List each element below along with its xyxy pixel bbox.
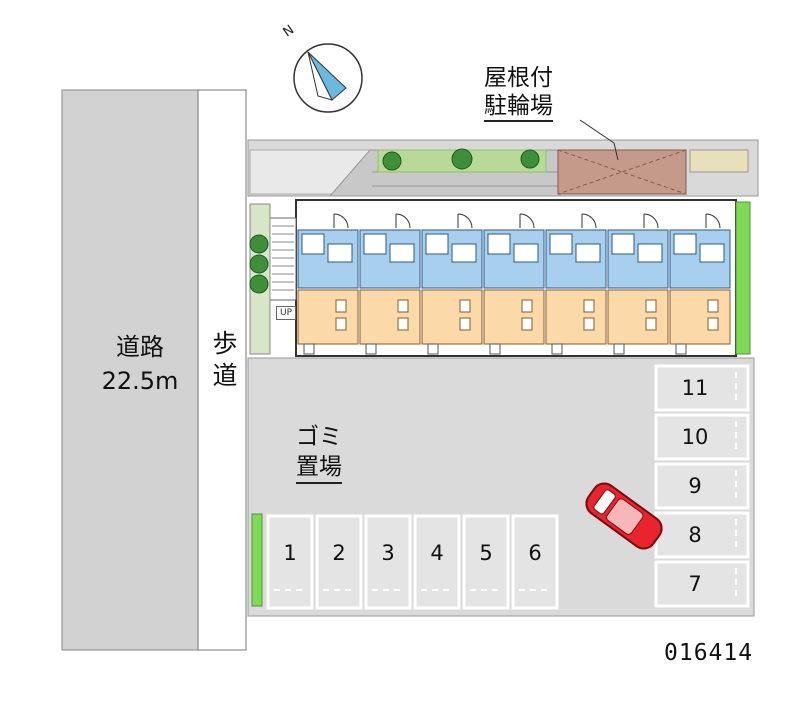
unit <box>607 213 669 355</box>
road-width: 22.5m <box>101 367 179 395</box>
parking-stall <box>654 511 750 559</box>
parking-stall <box>654 364 750 412</box>
unit <box>297 213 359 355</box>
sidewalk <box>197 89 247 651</box>
parking-stall <box>511 514 559 610</box>
parking-stall <box>315 514 363 610</box>
unit <box>421 213 483 355</box>
parking-number: 11 <box>681 376 709 400</box>
car-icon <box>585 482 663 550</box>
right-stalls <box>654 364 750 608</box>
parking-number: 1 <box>283 541 297 565</box>
unit <box>545 213 607 355</box>
parking-stall <box>654 413 750 461</box>
stairs-up-label: UP <box>276 306 296 320</box>
parking-stall <box>462 514 510 610</box>
parking-number: 8 <box>688 523 702 547</box>
road <box>61 89 199 651</box>
parking-stall <box>654 560 750 608</box>
sidewalk-label: 歩 道 <box>212 329 238 390</box>
unit <box>359 213 421 355</box>
parking-stall <box>654 462 750 510</box>
garbage-line1: ゴミ <box>296 424 342 450</box>
units <box>297 213 731 355</box>
bicycle-parking-line1: 屋根付 <box>484 65 553 91</box>
road-name: 道路 <box>116 333 164 361</box>
garbage-line2: 置場 <box>296 452 342 484</box>
garbage-label: ゴミ 置場 <box>296 422 342 484</box>
unit <box>483 213 545 355</box>
parking-number: 5 <box>479 541 493 565</box>
bicycle-parking-line2: 駐輪場 <box>484 92 553 122</box>
parking-stall <box>413 514 461 610</box>
parking-stall <box>364 514 412 610</box>
bicycle-parking-label: 屋根付 駐輪場 <box>484 64 553 122</box>
parking-number: 10 <box>681 425 709 449</box>
parking-number: 2 <box>332 541 346 565</box>
stairs <box>269 217 297 301</box>
parking-stall <box>266 514 314 610</box>
compass-icon <box>293 43 363 113</box>
property-code: 016414 <box>664 640 754 666</box>
road-label: 道路 22.5m <box>92 330 188 398</box>
bottom-stalls <box>266 514 559 610</box>
parking-number: 4 <box>430 541 444 565</box>
right-green-strip <box>735 201 751 355</box>
parking-number: 9 <box>688 474 702 498</box>
parking-number: 6 <box>528 541 542 565</box>
unit <box>669 213 731 355</box>
parking-number: 3 <box>381 541 395 565</box>
tree-icon <box>382 148 540 171</box>
parking-number: 7 <box>688 572 702 596</box>
